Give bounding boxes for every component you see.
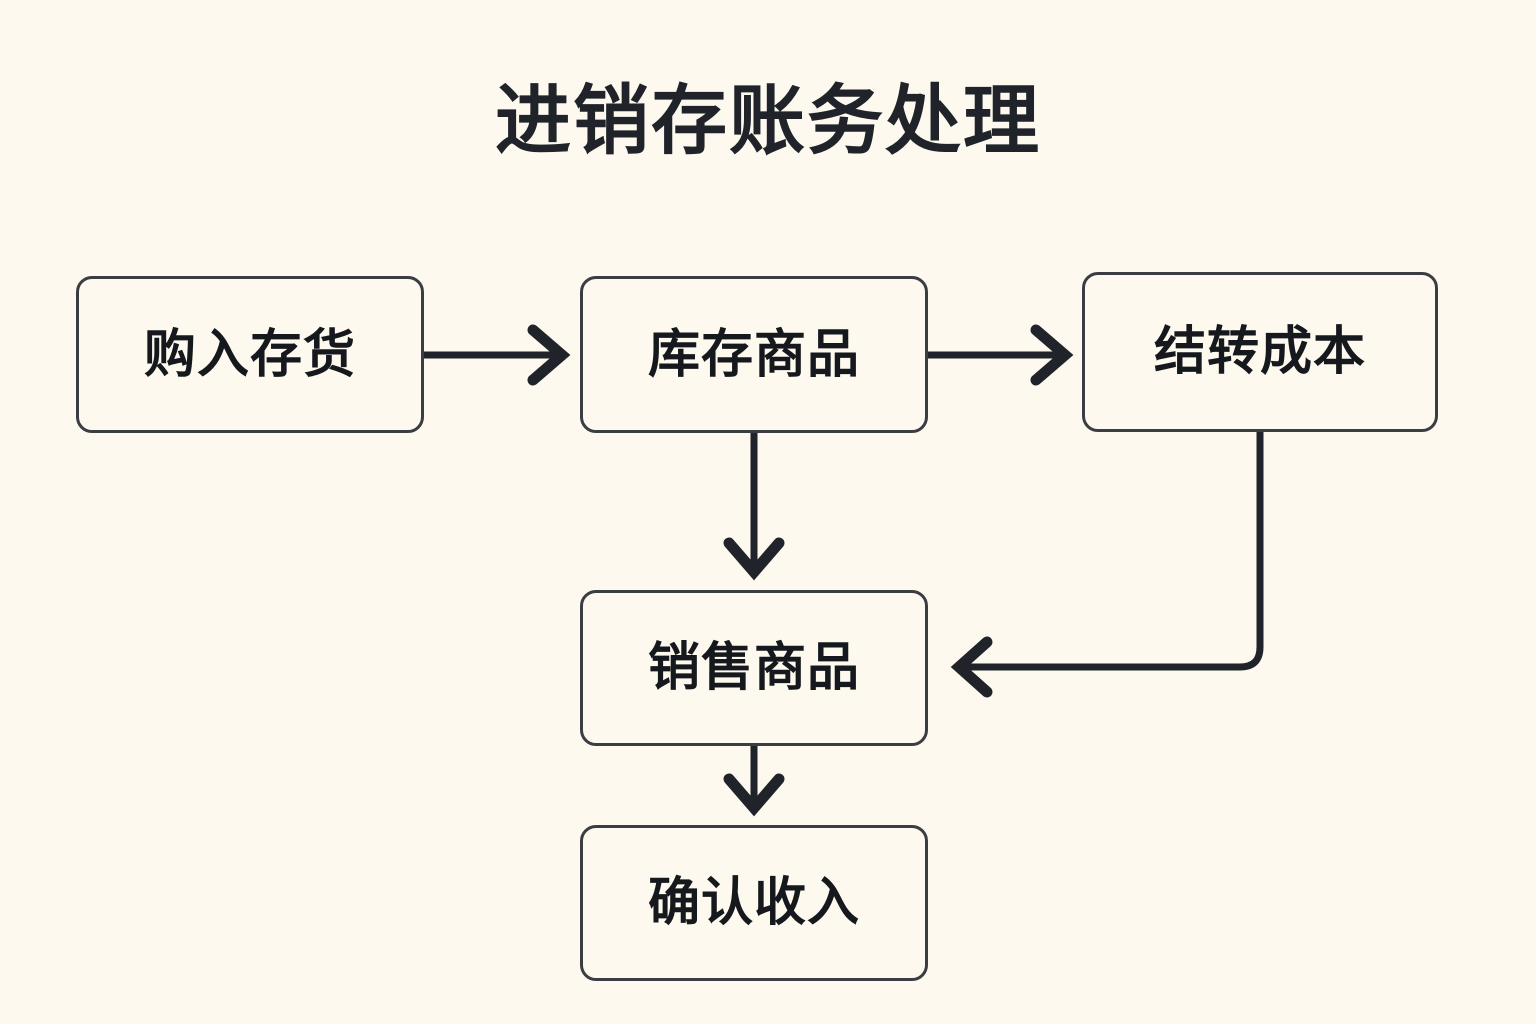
edge-inventory-sell — [723, 433, 785, 581]
edge-sell-revenue — [723, 746, 785, 817]
node-sell[interactable]: 销售商品 — [580, 590, 928, 746]
page-title: 进销存账务处理 — [495, 79, 1041, 164]
node-inventory[interactable]: 库存商品 — [580, 276, 928, 433]
edge-inventory-cost — [928, 324, 1074, 386]
edge-purchase-inventory — [424, 324, 571, 386]
node-revenue[interactable]: 确认收入 — [580, 825, 928, 981]
node-cost[interactable]: 结转成本 — [1082, 272, 1438, 432]
edge-cost-sell — [950, 432, 1264, 698]
node-inventory-label: 库存商品 — [647, 325, 860, 384]
node-sell-label: 销售商品 — [647, 639, 860, 697]
node-purchase[interactable]: 购入存货 — [76, 276, 424, 433]
node-cost-label: 结转成本 — [1153, 323, 1366, 381]
node-purchase-label: 购入存货 — [143, 325, 356, 384]
node-revenue-label: 确认收入 — [647, 874, 860, 932]
